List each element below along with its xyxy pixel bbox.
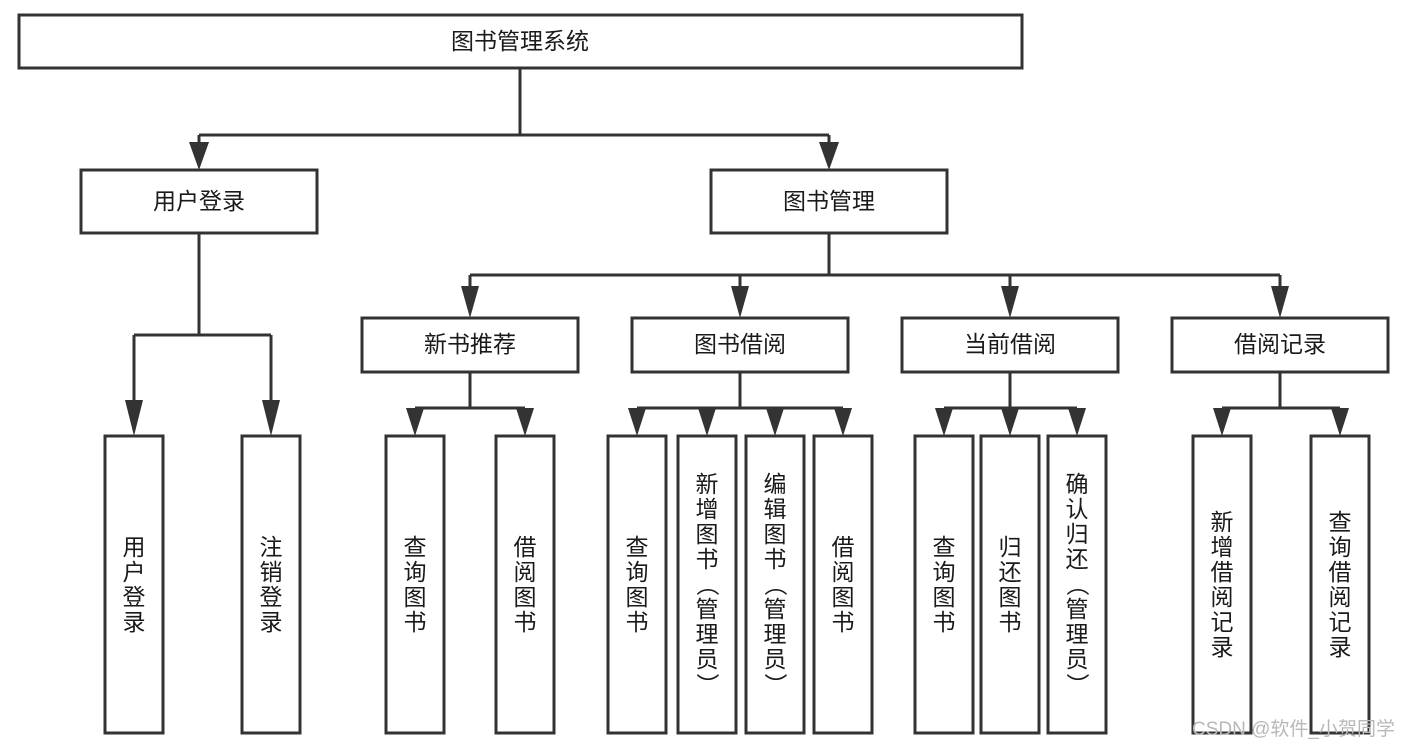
- arrow-head-leaf-add-book: [698, 408, 716, 436]
- node-label-book-management: 图书管理: [783, 188, 875, 214]
- arrow-head-book-borrow: [731, 286, 749, 318]
- node-box-current-borrow[interactable]: [900, 316, 1120, 374]
- arrow-head-book-management: [819, 142, 839, 170]
- arrow-head-leaf-query-book-2: [628, 408, 646, 436]
- node-box-leaf-borrow-book-1[interactable]: [494, 434, 556, 735]
- arrow-head-current-borrow: [1001, 286, 1019, 318]
- arrow-head-leaf-query-book-1: [406, 408, 424, 436]
- node-box-user-login[interactable]: [79, 168, 319, 235]
- arrow-head-leaf-query-record: [1331, 408, 1349, 436]
- node-box-leaf-add-book[interactable]: [676, 434, 738, 735]
- node-box-root[interactable]: [17, 13, 1024, 70]
- node-box-leaf-add-record[interactable]: [1191, 434, 1253, 735]
- connector-group-borrow-record: [1213, 372, 1349, 436]
- node-label-user-login: 用户登录: [153, 188, 245, 214]
- arrow-head-leaf-add-record: [1213, 408, 1231, 436]
- connector-group-root: [189, 68, 839, 170]
- connector-group-new-book-recommend: [406, 372, 534, 436]
- node-box-leaf-query-book-3[interactable]: [913, 434, 975, 735]
- node-box-leaf-query-book-1[interactable]: [384, 434, 446, 735]
- node-box-leaf-logout[interactable]: [240, 434, 302, 735]
- connector-group-book-borrow: [628, 372, 852, 436]
- node-box-leaf-user-login[interactable]: [103, 434, 165, 735]
- arrow-head-user-login: [189, 142, 209, 170]
- node-box-leaf-edit-book[interactable]: [744, 434, 806, 735]
- node-box-book-management[interactable]: [709, 168, 949, 235]
- node-label-borrow-record: 借阅记录: [1234, 331, 1326, 357]
- node-box-leaf-borrow-book-2[interactable]: [812, 434, 874, 735]
- node-label-root: 图书管理系统: [451, 28, 589, 54]
- arrow-head-leaf-edit-book: [766, 408, 784, 436]
- node-box-book-borrow[interactable]: [630, 316, 850, 374]
- arrow-head-leaf-return-book: [1001, 408, 1019, 436]
- node-box-leaf-confirm-return[interactable]: [1046, 434, 1108, 735]
- connector-group-current-borrow: [935, 372, 1086, 436]
- watermark-credit: CSDN @软件_小贺同学: [1192, 719, 1395, 740]
- node-box-leaf-return-book[interactable]: [979, 434, 1041, 735]
- node-label-current-borrow: 当前借阅: [964, 331, 1056, 357]
- arrow-head-leaf-query-book-3: [935, 408, 953, 436]
- node-box-borrow-record[interactable]: [1170, 316, 1390, 374]
- arrow-head-leaf-confirm-return: [1068, 408, 1086, 436]
- arrow-head-leaf-borrow-book-2: [834, 408, 852, 436]
- arrow-head-leaf-borrow-book-1: [516, 408, 534, 436]
- arrow-head-borrow-record: [1271, 286, 1289, 318]
- connector-group-user-login: [125, 233, 280, 436]
- arrow-head-new-book-recommend: [461, 286, 479, 318]
- node-box-new-book-recommend[interactable]: [360, 316, 580, 374]
- node-box-leaf-query-book-2[interactable]: [606, 434, 668, 735]
- node-box-leaf-query-record[interactable]: [1309, 434, 1371, 735]
- node-label-book-borrow: 图书借阅: [694, 331, 786, 357]
- node-label-new-book-recommend: 新书推荐: [424, 331, 516, 357]
- connector-group-book-management: [461, 233, 1289, 318]
- arrow-head-leaf-user-login: [125, 400, 143, 436]
- arrow-head-leaf-logout: [262, 400, 280, 436]
